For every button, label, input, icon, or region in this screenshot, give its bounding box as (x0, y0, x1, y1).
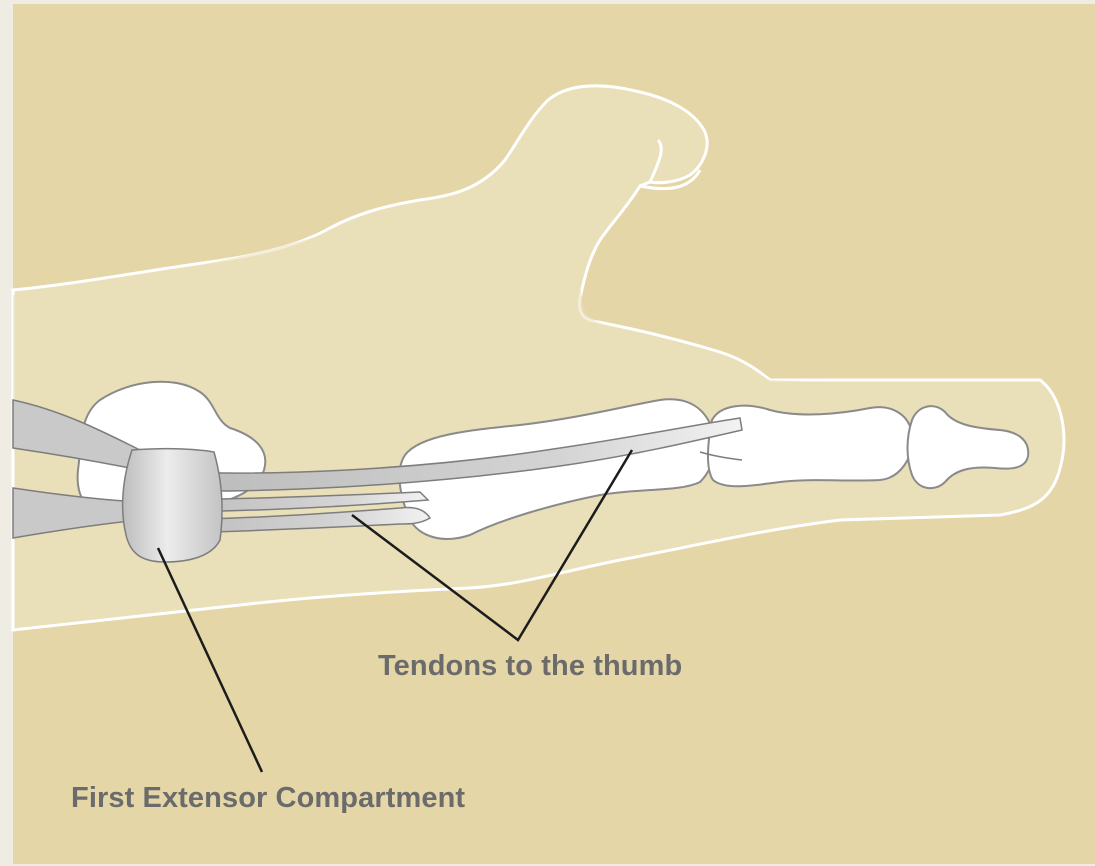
compartment-label: First Extensor Compartment (71, 782, 465, 815)
extensor-compartment-band (123, 449, 222, 562)
tendons-label: Tendons to the thumb (378, 650, 682, 683)
